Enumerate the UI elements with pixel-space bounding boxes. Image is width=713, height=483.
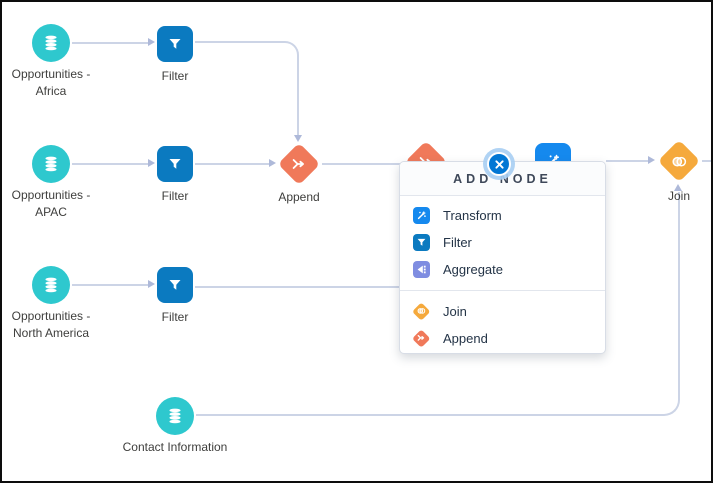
close-icon bbox=[494, 159, 504, 169]
connector-line bbox=[195, 163, 269, 165]
node-label: Opportunities - Africa bbox=[11, 67, 91, 98]
menu-item-transform[interactable]: Transform bbox=[413, 202, 593, 228]
menu-divider bbox=[400, 290, 605, 291]
node-label: Filter bbox=[161, 189, 189, 203]
node-label: Filter bbox=[161, 310, 189, 324]
node-label: Opportunities - North America bbox=[11, 309, 91, 340]
close-popup-button[interactable] bbox=[487, 152, 511, 176]
append-node[interactable] bbox=[277, 142, 321, 186]
menu-item-label: Aggregate bbox=[443, 261, 503, 277]
arrowhead bbox=[148, 280, 155, 288]
dataset-node-opportunities-north-america[interactable] bbox=[32, 266, 70, 304]
menu-item-aggregate[interactable]: Aggregate bbox=[413, 256, 593, 282]
filter-icon bbox=[169, 39, 181, 49]
arrowhead bbox=[148, 38, 155, 46]
database-icon bbox=[45, 277, 57, 293]
node-label: Append bbox=[278, 190, 320, 204]
menu-item-filter[interactable]: Filter bbox=[413, 229, 593, 255]
node-label: Filter bbox=[161, 69, 189, 83]
join-icon bbox=[412, 302, 431, 320]
connector-line bbox=[322, 163, 404, 165]
connector-line bbox=[606, 160, 648, 162]
connector-line bbox=[72, 42, 150, 44]
transform-icon bbox=[413, 206, 430, 224]
dataset-node-contact-information[interactable] bbox=[156, 397, 194, 435]
arrowhead bbox=[648, 156, 655, 164]
filter-node-apac[interactable] bbox=[157, 146, 193, 182]
menu-item-label: Filter bbox=[443, 234, 472, 250]
filter-icon bbox=[169, 280, 181, 290]
database-icon bbox=[45, 35, 57, 51]
filter-icon bbox=[169, 159, 181, 169]
popup-title: ADD NODE bbox=[400, 162, 605, 196]
aggregate-icon bbox=[413, 260, 430, 278]
arrowhead bbox=[674, 184, 682, 191]
menu-item-append[interactable]: Append bbox=[412, 325, 593, 351]
menu-item-join[interactable]: Join bbox=[412, 298, 593, 324]
connector-elbow bbox=[196, 192, 680, 416]
database-icon bbox=[169, 408, 181, 424]
connector-line bbox=[702, 160, 711, 162]
menu-item-label: Transform bbox=[443, 207, 502, 223]
dataset-node-opportunities-apac[interactable] bbox=[32, 145, 70, 183]
connector-line bbox=[72, 284, 150, 286]
node-label: Opportunities - APAC bbox=[11, 188, 91, 219]
join-node[interactable] bbox=[657, 139, 701, 183]
arrowhead bbox=[269, 159, 276, 167]
join-icon bbox=[670, 152, 689, 171]
add-node-popup: ADD NODE Transform Filter bbox=[399, 161, 606, 354]
dataset-node-opportunities-africa[interactable] bbox=[32, 24, 70, 62]
filter-node-north-america[interactable] bbox=[157, 267, 193, 303]
filter-icon bbox=[413, 233, 430, 251]
menu-item-label: Join bbox=[443, 303, 467, 319]
connector-line bbox=[72, 163, 150, 165]
node-label: Join bbox=[667, 189, 690, 203]
menu-item-label: Append bbox=[443, 330, 488, 346]
append-icon bbox=[412, 329, 431, 347]
filter-node-africa[interactable] bbox=[157, 26, 193, 62]
database-icon bbox=[45, 156, 57, 172]
append-icon bbox=[290, 155, 308, 173]
node-label: Contact Information bbox=[122, 440, 228, 454]
connector-elbow bbox=[195, 41, 299, 136]
arrowhead bbox=[148, 159, 155, 167]
connector-line bbox=[195, 286, 402, 288]
arrowhead bbox=[294, 135, 302, 142]
